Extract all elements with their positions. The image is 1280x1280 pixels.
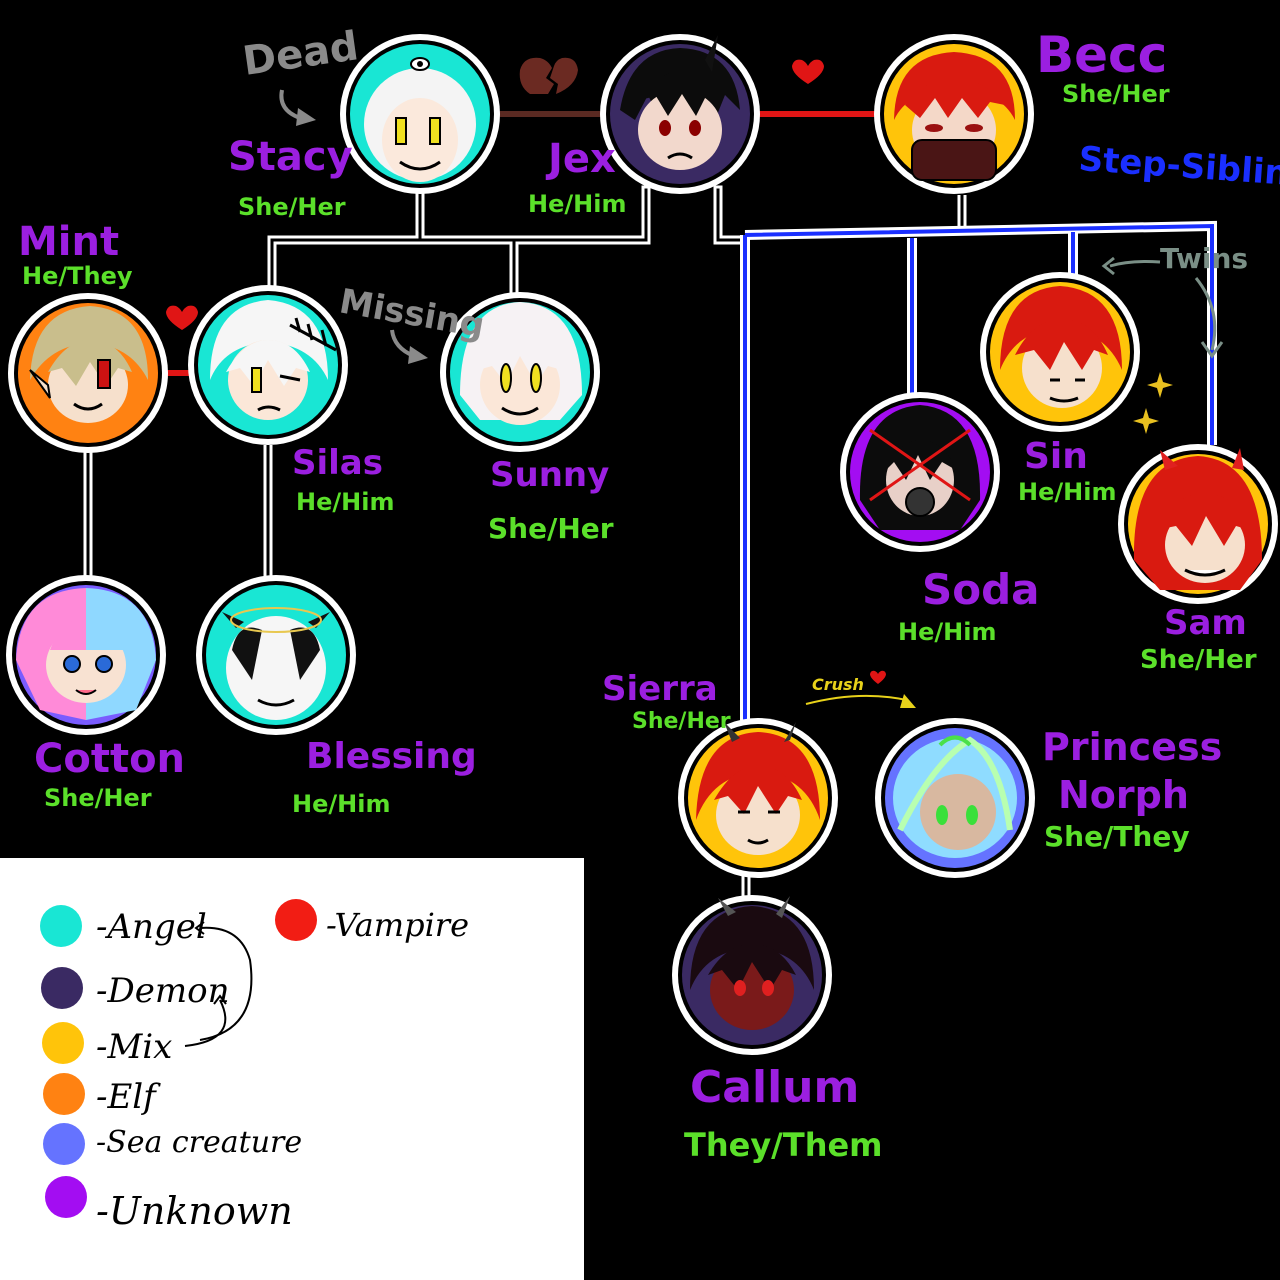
- legend-swatch-angel: [40, 905, 82, 947]
- portrait-stacy[interactable]: [340, 34, 500, 194]
- step-siblings-annotation: Step-Siblings: [1077, 139, 1280, 197]
- stacy-jex-children-lines-core: [270, 188, 747, 302]
- pronouns-cotton: She/Her: [44, 784, 152, 812]
- legend-swatch-mix: [42, 1022, 84, 1064]
- portrait-silas[interactable]: [188, 285, 348, 445]
- name-silas: Silas: [292, 443, 383, 483]
- portrait-sierra[interactable]: [678, 718, 838, 878]
- legend-label-angel: -Angel: [96, 907, 207, 947]
- pronouns-sierra: She/Her: [632, 709, 731, 734]
- legend-item-unknown: -Unknown: [45, 1176, 293, 1233]
- legend-swatch-unknown: [45, 1176, 87, 1218]
- legend-swatch-vampire: [275, 899, 317, 941]
- name-callum: Callum: [690, 1062, 859, 1113]
- pronouns-sin: He/Him: [1018, 478, 1116, 506]
- pronouns-princess-norph: She/They: [1044, 820, 1190, 853]
- name-blessing: Blessing: [306, 736, 477, 777]
- pronouns-blessing: He/Him: [292, 790, 390, 818]
- name-cotton: Cotton: [34, 736, 185, 782]
- legend-panel: -Angel -Demon -Mix -Elf -Sea creature -U…: [0, 858, 584, 1280]
- legend-label-mix: -Mix: [96, 1027, 172, 1067]
- name-stacy: Stacy: [228, 134, 353, 180]
- portrait-mint[interactable]: [8, 293, 168, 453]
- legend-item-angel: -Angel: [40, 905, 207, 947]
- legend-label-vampire: -Vampire: [326, 906, 469, 944]
- portrait-soda[interactable]: [840, 392, 1000, 552]
- pronouns-mint: He/They: [22, 262, 133, 290]
- crush-arrowhead-icon: [900, 694, 916, 708]
- name-princess-norph-line1: Princess: [1042, 725, 1222, 769]
- legend-item-mix: -Mix: [42, 1022, 172, 1067]
- name-jex: Jex: [545, 136, 616, 182]
- portrait-sin[interactable]: [980, 272, 1140, 432]
- heart-icon-jex-becc: [792, 59, 824, 84]
- portrait-blessing[interactable]: [196, 575, 356, 735]
- missing-annotation: Missing: [336, 281, 487, 346]
- pronouns-stacy: She/Her: [238, 193, 346, 221]
- legend-label-elf: -Elf: [96, 1077, 161, 1117]
- sparkle-icon: [1133, 408, 1159, 434]
- missing-arrowhead-icon: [408, 346, 428, 364]
- legend-item-demon: -Demon: [41, 967, 229, 1011]
- legend-label-unknown: -Unknown: [96, 1189, 293, 1233]
- pronouns-becc: She/Her: [1062, 80, 1170, 108]
- name-soda: Soda: [922, 565, 1040, 614]
- legend-arrow-icon: [184, 999, 227, 1047]
- broken-heart-icon: [519, 57, 578, 94]
- pronouns-silas: He/Him: [296, 488, 394, 516]
- name-mint: Mint: [18, 219, 119, 265]
- legend-item-elf: -Elf: [43, 1073, 161, 1117]
- twins-arrow-left-icon: [1109, 260, 1161, 268]
- pronouns-sunny: She/Her: [488, 512, 614, 545]
- legend-swatch-demon: [41, 967, 83, 1009]
- crush-annotation: Crush: [812, 675, 864, 694]
- portrait-princess-norph[interactable]: [875, 718, 1035, 878]
- name-sin: Sin: [1024, 436, 1088, 477]
- legend-swatch-elf: [43, 1073, 85, 1115]
- legend-item-vampire: -Vampire: [275, 899, 469, 944]
- pronouns-sam: She/Her: [1140, 645, 1257, 675]
- legend-swatch-sea-creature: [43, 1123, 85, 1165]
- portrait-cotton[interactable]: [6, 575, 166, 735]
- dead-arrowhead-icon: [296, 108, 316, 126]
- portrait-sunny[interactable]: [440, 292, 600, 452]
- portrait-jex[interactable]: [600, 34, 760, 194]
- name-sunny: Sunny: [490, 455, 609, 495]
- step-sibling-lines-blue: [743, 223, 1214, 720]
- twins-arrowhead-left-icon: [1101, 256, 1115, 276]
- portrait-sam[interactable]: [1118, 444, 1278, 604]
- portrait-callum[interactable]: [672, 895, 832, 1055]
- name-sierra: Sierra: [602, 669, 718, 709]
- name-sam: Sam: [1164, 603, 1247, 643]
- twins-arrow-right-icon: [1194, 277, 1217, 351]
- pronouns-callum: They/Them: [684, 1126, 883, 1164]
- crush-heart-icon: [870, 670, 886, 684]
- legend-arrow-icon: [199, 926, 253, 1041]
- twins-annotation: Twins: [1160, 242, 1248, 275]
- heart-icon-mint-silas: [166, 305, 198, 330]
- name-princess-norph-line2: Norph: [1058, 773, 1189, 817]
- legend-label-demon: -Demon: [96, 971, 229, 1011]
- pronouns-soda: He/Him: [898, 618, 996, 646]
- twins-arrowhead-right-icon: [1200, 341, 1224, 359]
- legend-label-sea-creature: -Sea creature: [96, 1125, 302, 1160]
- legend-item-sea-creature: -Sea creature: [43, 1123, 302, 1165]
- pronouns-jex: He/Him: [528, 190, 626, 218]
- name-becc: Becc: [1036, 26, 1167, 84]
- sparkle-icon: [1147, 372, 1173, 398]
- dead-arrow-icon: [279, 89, 301, 120]
- portrait-becc[interactable]: [874, 34, 1034, 194]
- crush-arrow-icon: [805, 694, 907, 705]
- dead-annotation: Dead: [240, 23, 361, 85]
